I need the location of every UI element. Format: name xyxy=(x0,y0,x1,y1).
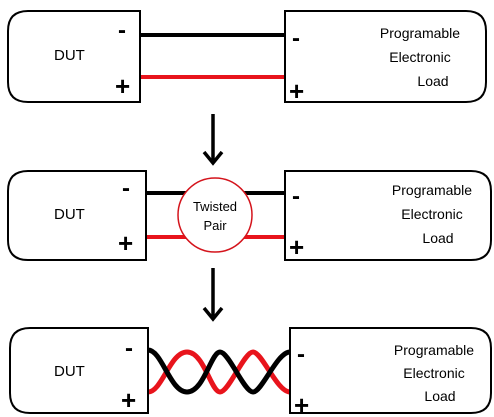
stage-1-load-box xyxy=(284,10,487,103)
stage-2-dut-plus: + xyxy=(118,228,133,258)
down-arrow-icon xyxy=(202,268,224,322)
stage-3-dut-plus: + xyxy=(121,385,136,415)
stage-2-dut-box xyxy=(7,170,147,261)
stage-2-load-plus: + xyxy=(289,232,304,262)
stage-3-positive-wire xyxy=(147,349,291,395)
stage-2-load-label-line-2: Electronic xyxy=(401,206,462,222)
stage-1-dut-box xyxy=(7,10,141,103)
stage-3-dut-label: DUT xyxy=(54,363,85,380)
stage-3-dut-minus: - xyxy=(125,335,133,362)
stage-3-load-box xyxy=(289,327,492,414)
stage-3-negative-wire xyxy=(147,347,291,395)
stage-1-load-label-line-2: Electronic xyxy=(389,49,450,65)
stage-2-load-label-line-3: Load xyxy=(422,230,453,246)
stage-2-dut-minus: - xyxy=(122,175,130,202)
stage-1-load-label-line-3: Load xyxy=(417,73,448,89)
stage-2-dut-label: DUT xyxy=(54,206,85,223)
stage-3-load-label-line-3: Load xyxy=(424,388,455,404)
stage-2-load-label-line-1: Programable xyxy=(392,182,472,198)
twisted-pair-callout-line-2: Pair xyxy=(203,218,227,233)
stage-3-load-label-line-2: Electronic xyxy=(403,365,464,381)
stage-3-load-minus: - xyxy=(297,341,305,368)
stage-1-load-minus: - xyxy=(292,25,300,52)
stage-1-load-label-line-1: Programable xyxy=(380,25,460,41)
twisted-pair-callout-line-1: Twisted xyxy=(193,199,237,214)
stage-2-load-minus: - xyxy=(292,183,300,210)
twisted-pair-callout: Twisted Pair xyxy=(177,177,253,253)
stage-3-load-plus: + xyxy=(294,390,309,417)
stage-1: DUT - + - + Programable Electronic Load xyxy=(7,10,487,106)
stage-1-dut-label: DUT xyxy=(54,47,85,64)
stage-1-dut-minus: - xyxy=(118,17,126,44)
stage-3-dut-box xyxy=(9,327,149,414)
stage-1-load-plus: + xyxy=(289,76,304,106)
stage-3-load-label-line-1: Programable xyxy=(394,342,474,358)
stage-2-load-box xyxy=(284,170,492,261)
stage-1-dut-plus: + xyxy=(115,71,130,101)
down-arrow-icon xyxy=(202,114,224,166)
stage-2: DUT - + - + Programable Electronic Load … xyxy=(7,170,492,262)
stage-3: DUT - + - + Programable Electronic Load xyxy=(9,327,492,417)
